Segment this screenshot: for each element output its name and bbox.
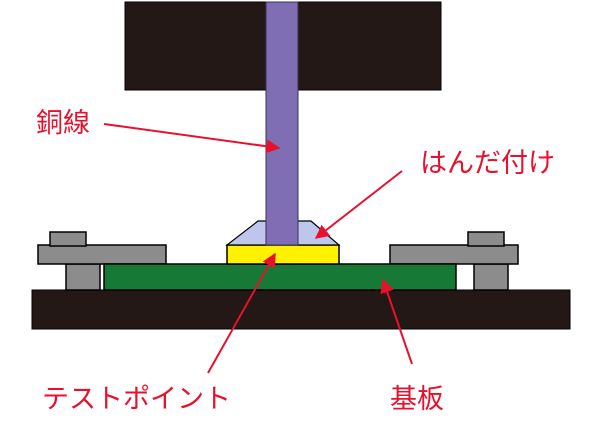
- test-point-pad: [226, 244, 340, 265]
- label-test-point: テストポイント: [42, 384, 231, 415]
- base-plate: [31, 289, 571, 330]
- label-solder: はんだ付け: [420, 148, 555, 179]
- arrow-copper-wire: [103, 123, 281, 154]
- arrow-test-point: [207, 252, 276, 374]
- left-clamp: [37, 231, 167, 291]
- copper-wire: [265, 1, 299, 246]
- pcb-substrate: [103, 263, 457, 291]
- arrow-substrate: [380, 278, 413, 365]
- label-substrate: 基板: [390, 384, 444, 415]
- arrow-solder: [314, 170, 403, 239]
- label-copper-wire: 銅線: [36, 108, 90, 139]
